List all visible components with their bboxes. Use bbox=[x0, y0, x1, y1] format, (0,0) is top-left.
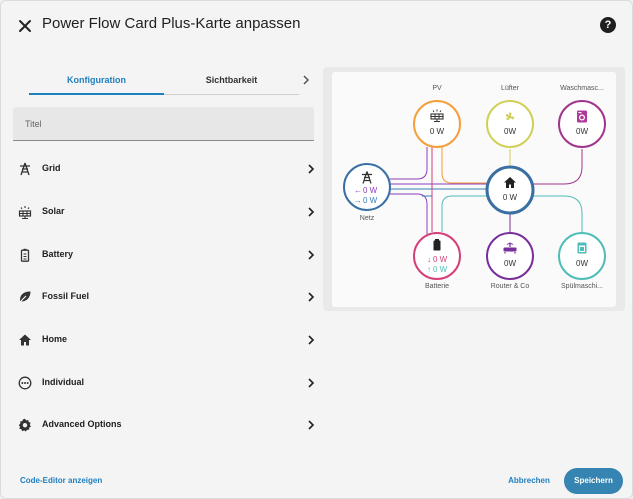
dots-circle-icon bbox=[18, 376, 32, 390]
luefter-node[interactable] bbox=[486, 100, 534, 148]
gear-icon bbox=[18, 418, 31, 432]
menu-item-advanced-options[interactable]: Advanced Options bbox=[13, 409, 319, 441]
help-icon[interactable]: ? bbox=[600, 17, 616, 33]
card-preview: 0 W 0W 0W bbox=[323, 67, 625, 311]
router-node[interactable] bbox=[486, 232, 534, 280]
washing-machine-icon bbox=[577, 110, 587, 123]
chevron-right-icon bbox=[308, 378, 315, 388]
menu-item-grid[interactable]: Grid bbox=[13, 153, 319, 185]
transmission-tower-icon bbox=[362, 171, 372, 184]
home-to-wasch-line bbox=[529, 149, 583, 185]
batterie-node[interactable] bbox=[413, 232, 461, 280]
chevron-right-icon bbox=[308, 420, 315, 430]
chevron-right-icon bbox=[308, 164, 315, 174]
editor-tabs: Konfiguration Sichtbarkeit bbox=[29, 67, 299, 97]
home-node[interactable] bbox=[485, 165, 535, 215]
home-icon bbox=[504, 177, 516, 188]
batterie-label: Batterie bbox=[424, 283, 450, 290]
fan-icon bbox=[505, 112, 515, 121]
menu-item-label: Fossil Fuel bbox=[42, 291, 90, 301]
netz-export-arrow: → bbox=[354, 196, 362, 205]
solar-panel-icon bbox=[18, 206, 32, 219]
home-value: 0 W bbox=[503, 193, 518, 202]
spuel-node[interactable] bbox=[558, 232, 606, 280]
netz-import-arrow: ← bbox=[354, 186, 362, 195]
home-icon bbox=[19, 334, 31, 346]
chevron-right-icon bbox=[308, 335, 315, 345]
batterie-in-value: 0 W bbox=[433, 265, 448, 274]
wasch-label: Waschmasc... bbox=[560, 85, 604, 92]
dialog-title: Power Flow Card Plus-Karte anpassen bbox=[42, 15, 301, 32]
tab-konfiguration[interactable]: Konfiguration bbox=[29, 67, 164, 95]
chevron-right-icon bbox=[308, 207, 315, 217]
router-label: Router & Co bbox=[490, 283, 530, 290]
spuel-value: 0W bbox=[576, 259, 588, 268]
spuel-label: Spülmaschi... bbox=[560, 283, 604, 290]
netz-node[interactable] bbox=[343, 163, 391, 211]
chevron-right-icon bbox=[308, 250, 315, 260]
netz-export-value: 0 W bbox=[363, 196, 378, 205]
pv-value: 0 W bbox=[430, 127, 445, 136]
batterie-in-arrow: ↑ bbox=[427, 265, 431, 274]
battery-icon bbox=[433, 239, 441, 251]
title-input[interactable] bbox=[13, 107, 314, 140]
battery-to-home-line bbox=[441, 195, 492, 232]
cancel-button[interactable]: Abbrechen bbox=[508, 476, 550, 485]
tab-sichtbarkeit[interactable]: Sichtbarkeit bbox=[164, 67, 299, 95]
router-value: 0W bbox=[504, 259, 516, 268]
menu-item-solar[interactable]: Solar bbox=[13, 196, 319, 228]
home-to-spuel-line bbox=[529, 195, 583, 232]
save-button[interactable]: Speichern bbox=[564, 468, 623, 494]
batterie-out-value: 0 W bbox=[433, 255, 448, 264]
pv-to-grid-line bbox=[390, 147, 428, 180]
title-field[interactable] bbox=[13, 107, 314, 141]
pv-to-home-line bbox=[441, 147, 492, 184]
wasch-value: 0W bbox=[576, 127, 588, 136]
tab-scroll-right-icon[interactable] bbox=[301, 74, 311, 86]
netz-label: Netz bbox=[359, 215, 375, 222]
batterie-out-arrow: ↓ bbox=[427, 255, 431, 264]
menu-item-label: Home bbox=[42, 334, 68, 344]
dialog-header: Power Flow Card Plus-Karte anpassen ? bbox=[1, 1, 633, 49]
luefter-label: Lüfter bbox=[501, 85, 519, 92]
chevron-right-icon bbox=[308, 292, 315, 302]
battery-icon bbox=[20, 248, 30, 262]
menu-item-fossil-fuel[interactable]: Fossil Fuel bbox=[13, 281, 319, 313]
menu-item-individual[interactable]: Individual bbox=[13, 367, 319, 399]
power-flow-diagram: 0 W 0W 0W bbox=[343, 100, 606, 280]
transmission-tower-icon bbox=[20, 162, 30, 176]
power-flow-card: 0 W 0W 0W bbox=[332, 72, 616, 307]
solar-panel-icon bbox=[430, 109, 444, 122]
menu-item-label: Individual bbox=[42, 377, 85, 387]
pv-label: PV bbox=[432, 85, 442, 92]
netz-import-value: 0 W bbox=[363, 186, 378, 195]
close-icon[interactable] bbox=[15, 16, 35, 36]
menu-item-home[interactable]: Home bbox=[13, 324, 319, 356]
pv-node[interactable] bbox=[413, 100, 461, 148]
grid-to-battery-line bbox=[390, 193, 428, 234]
code-editor-link[interactable]: Code-Editor anzeigen bbox=[20, 476, 103, 485]
leaf-icon bbox=[18, 291, 31, 304]
menu-item-label: Grid bbox=[42, 163, 61, 173]
menu-item-label: Advanced Options bbox=[42, 419, 122, 429]
router-icon bbox=[503, 242, 517, 254]
dishwasher-icon bbox=[577, 242, 587, 254]
luefter-value: 0W bbox=[504, 127, 516, 136]
menu-item-battery[interactable]: Battery bbox=[13, 239, 319, 271]
wasch-node[interactable] bbox=[558, 100, 606, 148]
menu-item-label: Solar bbox=[42, 206, 65, 216]
menu-item-label: Battery bbox=[42, 249, 74, 259]
